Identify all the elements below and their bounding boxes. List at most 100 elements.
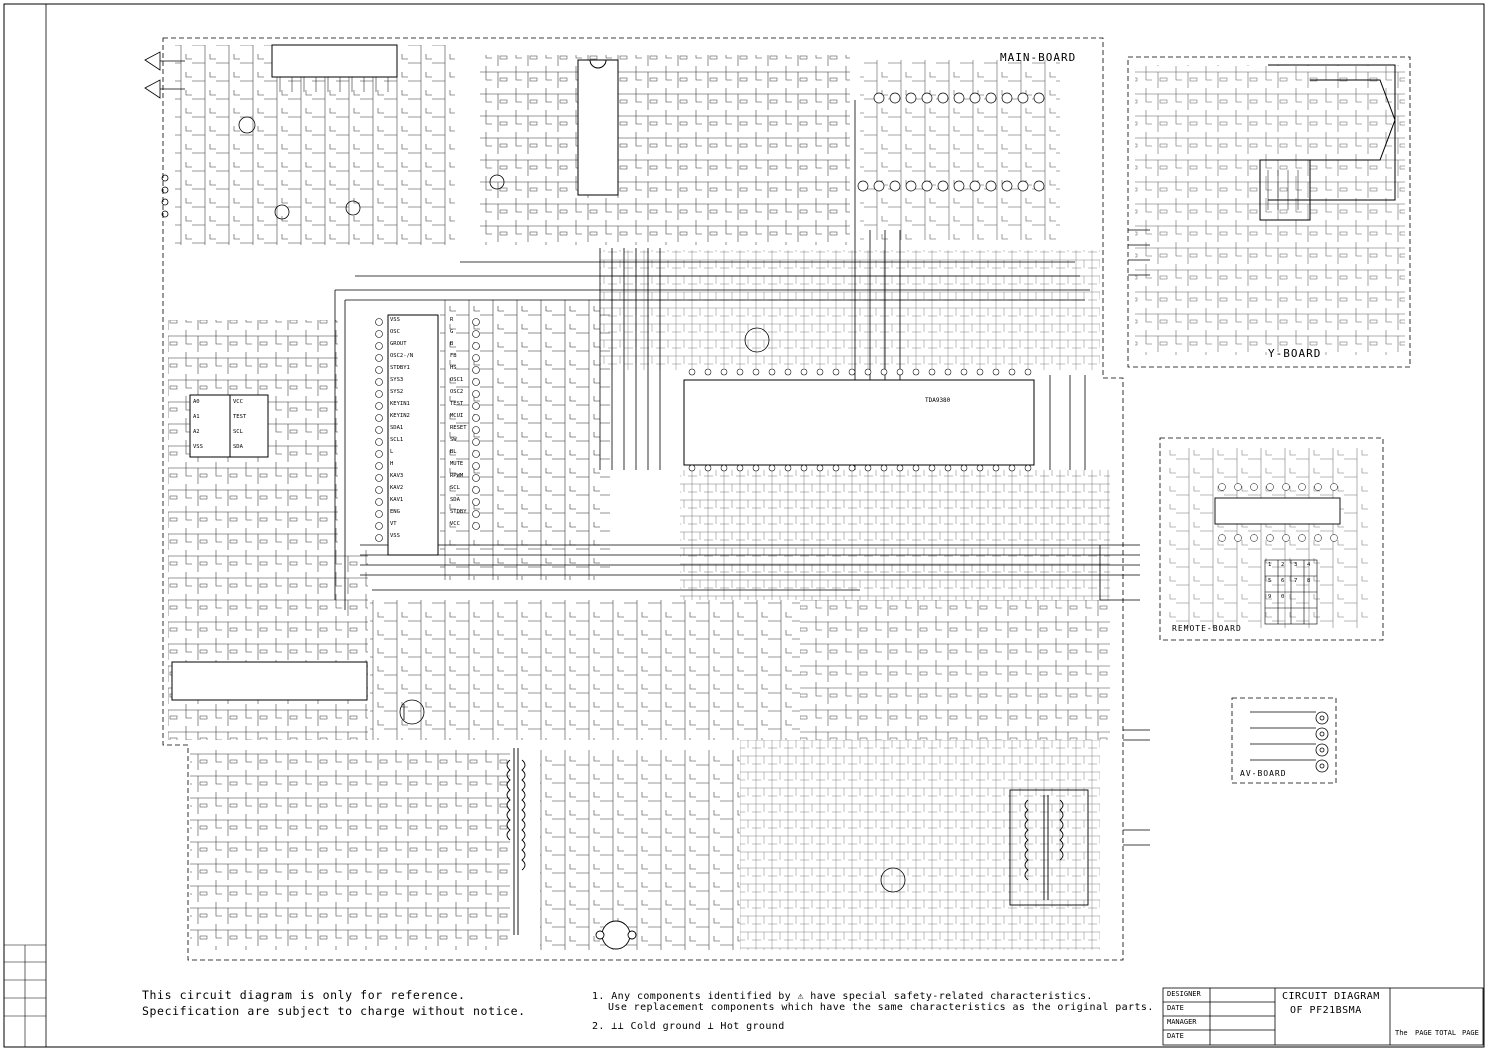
cpu-pin-label: OSC2 [450,389,464,395]
remote-key-label: 2 [1281,562,1285,568]
footer-page-2: PAGE [1462,1029,1479,1037]
remote-key-label: 5 [1268,578,1272,584]
flyback-transformer [1009,789,1089,906]
main-board-outline [162,37,1124,961]
main-board-label: MAIN-BOARD [1000,51,1077,64]
remote-board-outline [1159,437,1384,641]
top-connector-pins [857,92,1045,192]
cpu-pin-label: RESET [450,425,467,431]
eeprom-pin-label: SCL [233,429,243,435]
bus-lines [334,100,1150,846]
eeprom-pin-label: A0 [193,399,200,405]
cpu-pin-label: SYS3 [390,377,404,383]
remote-key-label: 0 [1281,594,1285,600]
cpu-pin-label: SYS2 [390,389,404,395]
eeprom-pin-label: A1 [193,414,200,420]
cpu-ic [375,314,480,556]
if-module [171,661,368,701]
cpu-pin-label: R [450,317,454,323]
remote-ic [1214,483,1341,542]
av-jacks [1250,711,1329,773]
designer-field: DESIGNER [1167,990,1201,998]
remote-key-label: 8 [1307,578,1311,584]
cpu-pin-label: KAV2 [390,485,404,491]
drawing-frame [3,3,1485,1048]
cpu-pin-label: VCC [450,521,460,527]
bridge-rectifier [595,920,637,950]
cpu-pin-label: MCUI [450,413,464,419]
cpu-pin-label: FB [450,353,457,359]
main-ic-label: TDA9380 [925,397,951,404]
manager-field: MANAGER [1167,1018,1197,1026]
remote-key-label: 4 [1307,562,1311,568]
cpu-pin-label: OSC2-/N [390,353,414,359]
title-block [1162,987,1484,1046]
cpu-pin-label: VSS [390,533,400,539]
remote-key-label: 9 [1268,594,1272,600]
main-tv-ic [683,368,1035,472]
wiring-regions [168,45,1405,950]
specification-note: Specification are subject to charge with… [142,1004,526,1018]
replacement-note: Use replacement components which have th… [608,1002,1154,1013]
cpu-pin-label: ENG [390,509,400,515]
cpu-pin-label: KAV1 [390,497,404,503]
cpu-pin-label: STDBY1 [390,365,410,371]
cpu-pin-label: SCL [450,485,460,491]
av-board-outline [1231,697,1337,784]
ground-legend: 2. ⊥⊥ Cold ground ⊥ Hot ground [592,1021,785,1032]
cpu-pin-label: MUTE [450,461,464,467]
diagram-title: CIRCUIT DIAGRAM [1282,991,1380,1002]
eeprom-pin-label: A2 [193,429,200,435]
cpu-pin-label: G [450,329,454,335]
cpu-pin-label: TEST [450,401,464,407]
cpu-pin-label: GROUT [390,341,407,347]
cpu-pin-label: VT [390,521,397,527]
y-board-outline [1127,56,1411,368]
cpu-pin-label: HS [450,365,457,371]
cpu-pin-label: BL [450,449,457,455]
crt-socket [1259,64,1396,221]
top-jacks [144,51,185,218]
eeprom-pin-label: TEST [233,414,247,420]
date-field-2: DATE [1167,1032,1184,1040]
eeprom-ic [189,394,269,458]
cpu-pin-label: SW [450,437,457,443]
remote-key-label: 3 [1294,562,1298,568]
audio-ic [577,59,619,196]
cpu-pin-label: SDA [450,497,460,503]
cpu-pin-label: OSC1 [450,377,464,383]
y-board-label: Y-BOARD [1268,347,1322,360]
eeprom-pin-label: VCC [233,399,243,405]
cpu-pin-label: L [390,449,394,455]
cpu-pin-label: STDBY [450,509,467,515]
cpu-pin-label: H [390,461,394,467]
cpu-pin-label: KAV3 [390,473,404,479]
cpu-pin-label: VSS [390,317,400,323]
av-board-label: AV-BOARD [1240,769,1287,778]
footer-page: PAGE [1415,1029,1432,1037]
transistors [238,116,906,893]
power-transformer [506,748,526,935]
cpu-pin-label: RPWM [450,473,464,479]
cpu-pin-label: SDA1 [390,425,404,431]
remote-key-label: 6 [1281,578,1285,584]
remote-key-label: 7 [1294,578,1298,584]
tuner-block [271,44,398,92]
cpu-pin-label: KEYIN2 [390,413,410,419]
cpu-pin-label: SCL1 [390,437,404,443]
footer-total: TOTAL [1435,1029,1457,1037]
remote-key-label: 1 [1268,562,1272,568]
safety-note: 1. Any components identified by ⚠ have s… [592,991,1093,1002]
footer-the: The [1395,1029,1408,1037]
date-field: DATE [1167,1004,1184,1012]
remote-key-matrix [1264,559,1318,625]
diagram-model: OF PF21BSMA [1290,1005,1362,1016]
cpu-pin-label: B [450,341,454,347]
remote-board-label: REMOTE-BOARD [1172,624,1242,633]
eeprom-pin-label: VSS [193,444,203,450]
eeprom-pin-label: SDA [233,444,243,450]
cpu-pin-label: OSC [390,329,400,335]
cpu-pin-label: KEYIN1 [390,401,410,407]
reference-note: This circuit diagram is only for referen… [142,988,466,1002]
